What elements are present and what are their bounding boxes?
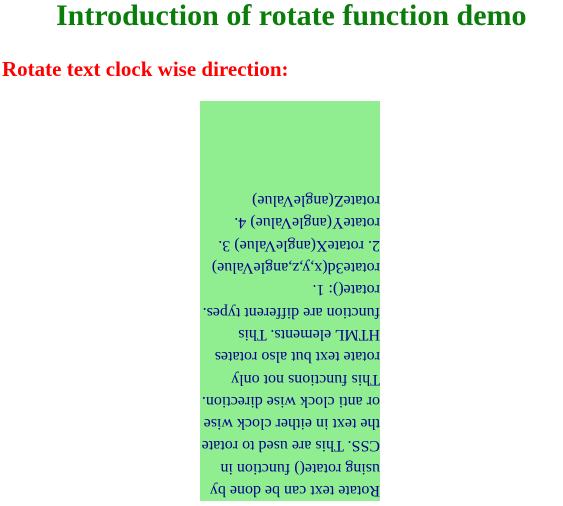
page-title: Introduction of rotate function demo bbox=[56, 0, 527, 32]
rotated-text-box: Rotate text can be done by using rotate(… bbox=[200, 101, 380, 501]
rotated-paragraph: Rotate text can be done by using rotate(… bbox=[201, 192, 380, 499]
section-heading: Rotate text clock wise direction: bbox=[2, 57, 289, 81]
